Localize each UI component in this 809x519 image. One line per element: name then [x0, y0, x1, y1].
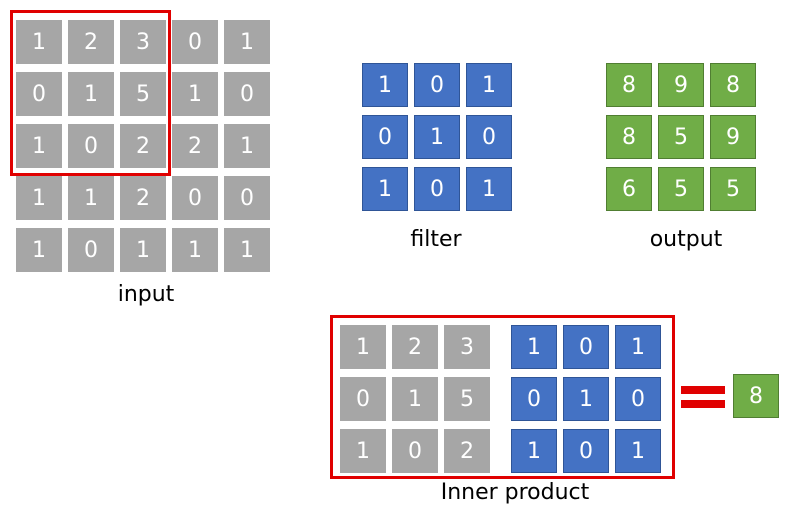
filter-cell-r0-c0: 1 [362, 63, 408, 107]
input-cell-r2-c2: 2 [120, 124, 166, 168]
input-receptive-field-highlight [10, 10, 171, 176]
filter-cell-r2-c2: 1 [466, 167, 512, 211]
input-cell-r2-c0: 1 [16, 124, 62, 168]
input-cell-r1-c4: 0 [224, 72, 270, 116]
inner-product-patch-cell-r0-c1: 2 [392, 325, 438, 369]
inner-product-filter-cell-r1-c2: 0 [615, 377, 661, 421]
input-cell-r1-c2: 5 [120, 72, 166, 116]
output-cell-r0-c2: 8 [710, 63, 756, 107]
inner-product-filter-cell-r1-c0: 0 [511, 377, 557, 421]
inner-product-patch-cell-r1-c0: 0 [340, 377, 386, 421]
filter-cell-r0-c2: 1 [466, 63, 512, 107]
inner-product-caption: Inner product [440, 480, 590, 505]
inner-product-patch-cell-r2-c0: 1 [340, 429, 386, 473]
inner-product-filter-cell-r0-c2: 1 [615, 325, 661, 369]
output-cell-r2-c0: 6 [606, 167, 652, 211]
inner-product-filter-cell-r2-c0: 1 [511, 429, 557, 473]
filter-caption: filter [410, 227, 462, 252]
inner-product-patch-cell-r1-c1: 1 [392, 377, 438, 421]
input-cell-r0-c4: 1 [224, 20, 270, 64]
input-cell-r0-c1: 2 [68, 20, 114, 64]
inner-product-result-cell: 8 [733, 374, 779, 418]
equals-bar-top [681, 386, 725, 394]
output-cell-r1-c2: 9 [710, 115, 756, 159]
input-cell-r2-c4: 1 [224, 124, 270, 168]
output-cell-r2-c2: 5 [710, 167, 756, 211]
inner-product-filter-cell-r0-c1: 0 [563, 325, 609, 369]
input-cell-r1-c0: 0 [16, 72, 62, 116]
inner-product-box [330, 315, 675, 479]
inner-product-patch-cell-r2-c1: 0 [392, 429, 438, 473]
input-cell-r4-c2: 1 [120, 228, 166, 272]
filter-cell-r2-c1: 0 [414, 167, 460, 211]
filter-cell-r1-c2: 0 [466, 115, 512, 159]
output-cell-r0-c0: 8 [606, 63, 652, 107]
inner-product-filter-cell-r2-c1: 0 [563, 429, 609, 473]
input-cell-r0-c0: 1 [16, 20, 62, 64]
input-cell-r4-c4: 1 [224, 228, 270, 272]
input-cell-r3-c0: 1 [16, 176, 62, 220]
filter-cell-r2-c0: 1 [362, 167, 408, 211]
inner-product-filter-cell-r0-c0: 1 [511, 325, 557, 369]
input-cell-r0-c2: 3 [120, 20, 166, 64]
inner-product-patch-cell-r0-c2: 3 [444, 325, 490, 369]
inner-product-filter-cell-r1-c1: 1 [563, 377, 609, 421]
input-cell-r3-c2: 2 [120, 176, 166, 220]
output-cell-r2-c1: 5 [658, 167, 704, 211]
input-cell-r4-c1: 0 [68, 228, 114, 272]
inner-product-patch-cell-r0-c0: 1 [340, 325, 386, 369]
output-cell-r1-c0: 8 [606, 115, 652, 159]
input-cell-r3-c3: 0 [172, 176, 218, 220]
input-cell-r3-c4: 0 [224, 176, 270, 220]
filter-cell-r1-c1: 1 [414, 115, 460, 159]
input-cell-r2-c1: 0 [68, 124, 114, 168]
input-cell-r1-c1: 1 [68, 72, 114, 116]
input-cell-r4-c3: 1 [172, 228, 218, 272]
output-cell-r1-c1: 5 [658, 115, 704, 159]
inner-product-filter-cell-r2-c2: 1 [615, 429, 661, 473]
input-cell-r1-c3: 1 [172, 72, 218, 116]
inner-product-patch-cell-r1-c2: 5 [444, 377, 490, 421]
filter-cell-r0-c1: 0 [414, 63, 460, 107]
filter-cell-r1-c0: 0 [362, 115, 408, 159]
input-caption: input [117, 282, 175, 307]
output-caption: output [649, 227, 723, 252]
input-cell-r2-c3: 2 [172, 124, 218, 168]
input-cell-r3-c1: 1 [68, 176, 114, 220]
inner-product-patch-cell-r2-c2: 2 [444, 429, 490, 473]
input-cell-r0-c3: 0 [172, 20, 218, 64]
output-cell-r0-c1: 9 [658, 63, 704, 107]
equals-bar-bottom [681, 400, 725, 408]
input-cell-r4-c0: 1 [16, 228, 62, 272]
